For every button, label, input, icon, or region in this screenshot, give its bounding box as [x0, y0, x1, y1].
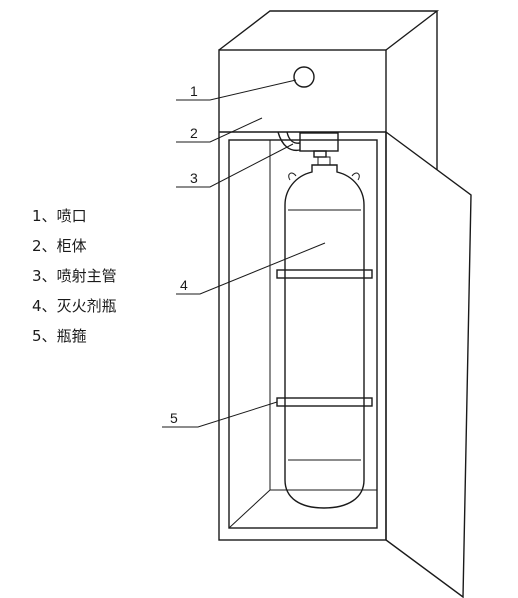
- legend-item: 4、灭火剂瓶: [32, 297, 117, 315]
- callout-2: 2: [190, 125, 198, 141]
- bottle-strap-upper: [276, 269, 373, 279]
- callout-4: 4: [180, 277, 188, 293]
- parts-legend: 1、喷口 2、柜体 3、喷射主管 4、灭火剂瓶 5、瓶箍: [32, 201, 117, 351]
- legend-item: 2、柜体: [32, 237, 87, 255]
- callout-3: 3: [190, 170, 198, 186]
- agent-cylinder: [284, 164, 365, 509]
- legend-item: 5、瓶箍: [32, 327, 87, 345]
- legend-item: 1、喷口: [32, 207, 87, 225]
- nozzle: [293, 66, 315, 88]
- callout-1: 1: [190, 83, 198, 99]
- cabinet-door: [385, 130, 472, 598]
- callout-5: 5: [170, 410, 178, 426]
- leader-lines: [162, 79, 326, 428]
- discharge-pipe: [277, 131, 342, 166]
- bottle-strap-lower: [276, 397, 373, 407]
- legend-item: 3、喷射主管: [32, 267, 117, 285]
